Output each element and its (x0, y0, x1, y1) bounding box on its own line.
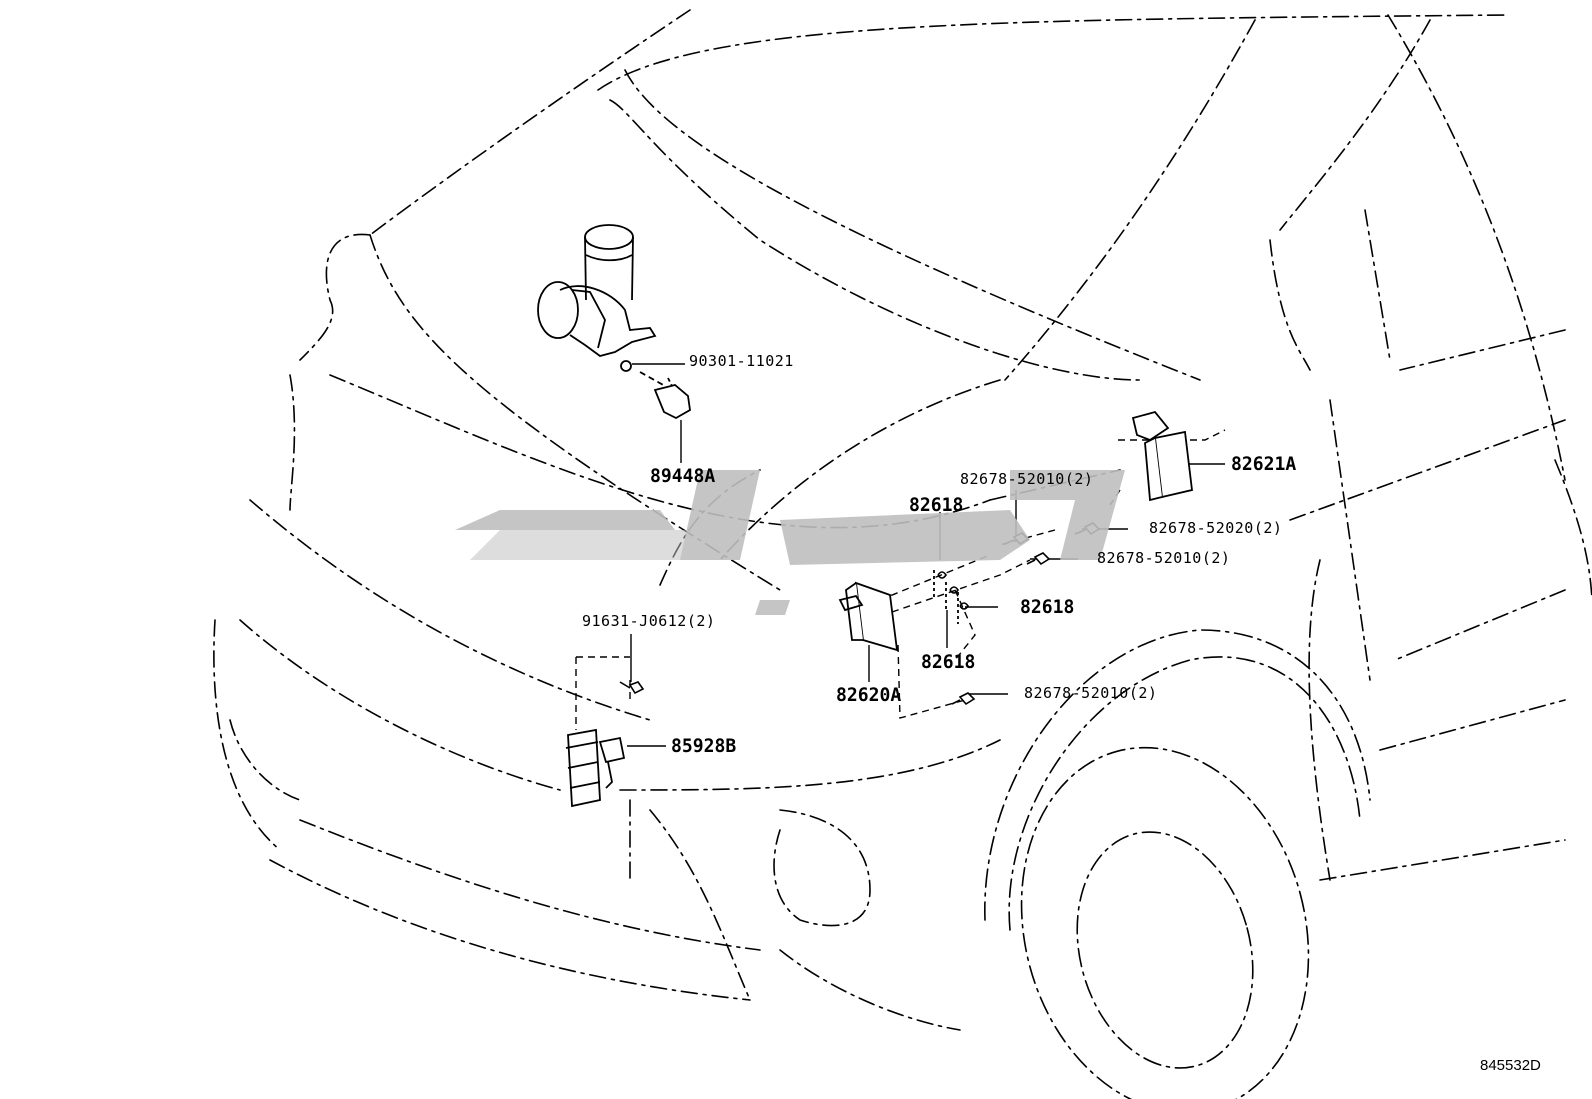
part-number-label[interactable]: 82621A (1231, 453, 1297, 475)
part-number-label[interactable]: 82678-52010(2) (960, 470, 1094, 488)
part-number-label[interactable]: 82678-52020(2) (1149, 519, 1283, 537)
part-number-label[interactable]: 91631-J0612(2) (582, 612, 716, 630)
part-number-label[interactable]: 82618 (909, 494, 964, 516)
part-number-label[interactable]: 82618 (921, 651, 976, 673)
part-number-label[interactable]: 82678-52010(2) (1097, 549, 1231, 567)
figure-number: 845532D (1480, 1057, 1541, 1074)
front-wheel-outline (984, 629, 1371, 1099)
watermark (455, 470, 1125, 615)
body-outline-dashed (213, 9, 1592, 1031)
part-number-label[interactable]: 82678-52010(2) (1024, 684, 1158, 702)
washer-reservoir-drawing (537, 224, 691, 420)
ecu-module-drawing (838, 570, 959, 652)
part-number-label[interactable]: 82618 (1020, 596, 1075, 618)
sensor-module-drawing (1131, 410, 1193, 502)
part-number-label[interactable]: 85928B (671, 735, 737, 757)
part-number-label[interactable]: 89448A (650, 465, 716, 487)
part-number-label[interactable]: 90301-11021 (689, 352, 794, 370)
part-number-label[interactable]: 82620A (836, 684, 902, 706)
horn-sensor-drawing (565, 728, 626, 808)
clip-drawing (937, 571, 969, 610)
